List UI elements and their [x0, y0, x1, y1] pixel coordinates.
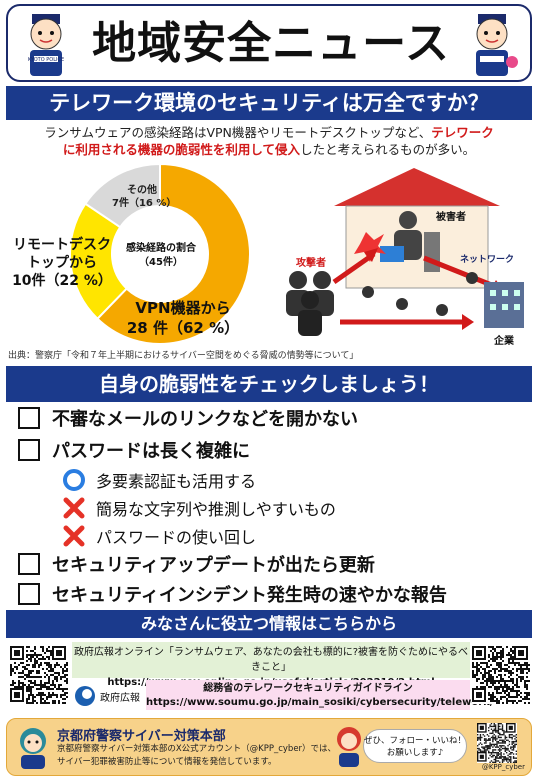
footer-banner: 京都府警察サイバー対策本部 京都府警察サイバー対策本部のX公式アカウント（@KP… [6, 718, 532, 776]
soumu-title: 総務省のテレワークセキュリティガイドライン [203, 683, 413, 694]
intro-text-part-a: ランサムウェアの感染経路はVPN機器やリモートデスクトップなど、 [44, 125, 432, 140]
company-label: 企業 [493, 334, 515, 347]
pie-slice [96, 162, 251, 345]
cross-ng-icon [63, 525, 85, 547]
intro-text: ランサムウェアの感染経路はVPN機器やリモートデスクトップなど、テレワーク に利… [10, 124, 528, 158]
checkbox[interactable] [18, 407, 40, 429]
x-account-handle[interactable]: @KPP_cyber [481, 763, 525, 771]
gov-online-link[interactable]: 政府広報オンライン「ランサムウェア、あなたの会社も標的に?被害を防ぐためにやるべ… [72, 642, 470, 688]
intro-text-part-b: したと考えられるものが多い。 [300, 142, 476, 157]
gov-pr-label: 政府広報 [100, 692, 140, 704]
checklist-subitem: 簡易な文字列や推測しやすいもの [62, 494, 538, 522]
footer-body-line-1: 京都府警察サイバー対策本部のX公式アカウント（@KPP_cyber）では、 [57, 744, 337, 754]
burst-icon [354, 232, 386, 262]
mascot-badge-text: KYOTO POLICE [28, 57, 64, 63]
checkbox[interactable] [18, 553, 40, 575]
slice-other-name: その他 [127, 185, 157, 196]
checklist-item[interactable]: パスワードは長く複雑に [18, 436, 528, 464]
slice-label-other: その他 7件（16 %） [112, 184, 177, 210]
qr-code-icon[interactable] [10, 646, 68, 704]
footer-body: 京都府警察サイバー対策本部のX公式アカウント（@KPP_cyber）では、 サイ… [57, 743, 347, 769]
gov-online-title: 政府広報オンライン「ランサムウェア、あなたの会社も標的に?被害を防ぐためにやるべ… [73, 647, 469, 673]
victim-icon [399, 211, 417, 229]
checklist-item-label: セキュリティインシデント発生時の速やかな報告 [52, 585, 447, 606]
source-citation: 出典：警察庁「令和７年上半期におけるサイバー空間をめぐる脅威の情勢等について」 [8, 351, 359, 361]
circle-ok-icon [63, 469, 85, 491]
section-heading-telework: テレワーク環境のセキュリティは万全ですか？ [6, 86, 532, 120]
page-title: 地域安全ニュース [92, 18, 450, 69]
slice-label-remote: リモートデスク トップから 10件（22 %） [12, 236, 112, 290]
checklist-subitem-label: 簡易な文字列や推測しやすいもの [96, 500, 336, 519]
checklist-subitem-label: パスワードの使い回し [96, 528, 257, 547]
qr-code-icon[interactable] [472, 646, 530, 704]
attacker-label: 攻撃者 [296, 256, 326, 269]
chart-total: （45件） [139, 257, 183, 268]
checklist-item[interactable]: 不審なメールのリンクなどを開かない [18, 404, 528, 432]
slice-vpn-name: VPN機器から [135, 299, 231, 317]
slice-label-vpn: VPN機器から 28 件（62 %） [118, 298, 248, 338]
checklist-subitem: 多要素認証も活用する [62, 466, 538, 494]
cyber-mascot-icon [20, 728, 46, 769]
footer-title: 京都府警察サイバー対策本部 [57, 729, 226, 744]
chart-title: 感染経路の割合 [126, 243, 196, 254]
chart-center-label: 感染経路の割合 （45件） [126, 242, 196, 270]
pie-chart [69, 162, 251, 345]
cross-ng-icon [63, 497, 85, 519]
girl-mascot-icon [337, 727, 361, 767]
slice-vpn-value: 28 件（62 %） [126, 319, 240, 337]
checklist-item-label: セキュリティアップデートが出たら更新 [52, 555, 375, 576]
slice-remote-value: 10件（22 %） [12, 273, 112, 289]
police-mascot-icon [476, 14, 518, 76]
attack-arrow-icon [332, 251, 376, 285]
virus-icon [466, 272, 478, 284]
checklist-item[interactable]: セキュリティインシデント発生時の速やかな報告 [18, 580, 528, 608]
checklist-item-label: 不審なメールのリンクなどを開かない [52, 409, 358, 430]
checklist-item-label: パスワードは長く複雑に [52, 441, 250, 462]
victim-label: 被害者 [436, 210, 466, 223]
info-links: 政府広報オンライン「ランサムウェア、あなたの会社も標的に?被害を防ぐためにやるべ… [6, 640, 532, 714]
network-label: ネットワーク [460, 254, 514, 265]
house-roof-icon [334, 168, 500, 206]
page-header: KYOTO POLICE 地域安全ニュース [6, 4, 532, 82]
attack-illustration: 被害者 ネットワーク 企業 攻撃者 [286, 168, 524, 347]
section-heading-check: 自身の脆弱性をチェックしましょう！ [6, 366, 532, 402]
checkbox[interactable] [18, 439, 40, 461]
gov-pr-logo: 政府広報 [74, 684, 144, 708]
virus-icon [362, 286, 374, 298]
gov-logo-icon [75, 686, 95, 706]
slice-other-value: 7件（16 %） [112, 198, 177, 209]
police-mascot-icon: KYOTO POLICE [28, 14, 64, 76]
qr-code-icon[interactable] [477, 723, 517, 763]
follow-bubble-line-1: ぜひ、フォロー・いいね！ [364, 736, 467, 746]
pie-center [113, 207, 207, 301]
intro-highlight-2: に利用される機器の脆弱性を利用して侵入 [62, 142, 301, 157]
soumu-link[interactable]: 総務省のテレワークセキュリティガイドライン https://www.soumu.… [146, 680, 494, 710]
footer-body-line-2: サイバー犯罪被害防止等について情報を発信しています。 [57, 757, 277, 767]
attacker-icon [286, 271, 334, 336]
section-heading-info: みなさんに役立つ情報はこちらから [6, 610, 532, 638]
intro-highlight-1: テレワーク [431, 125, 494, 140]
checklist-item[interactable]: セキュリティアップデートが出たら更新 [18, 550, 528, 578]
pie-slice [83, 162, 161, 229]
virus-icon [436, 304, 448, 316]
virus-icon [396, 298, 408, 310]
checkbox[interactable] [18, 583, 40, 605]
soumu-url[interactable]: https://www.soumu.go.jp/main_sosiki/cybe… [146, 697, 494, 708]
laptop-icon [380, 246, 404, 262]
slice-remote-name-1: リモートデスク [13, 237, 111, 253]
follow-bubble: ぜひ、フォロー・いいね！ お願いします♪ [363, 729, 467, 763]
slice-remote-name-2: トップから [27, 255, 97, 271]
checklist-subitem: パスワードの使い回し [62, 522, 538, 550]
infection-route-chart: その他 7件（16 %） リモートデスク トップから 10件（22 %） VPN… [6, 162, 268, 348]
checklist-subitem-label: 多要素認証も活用する [96, 472, 257, 491]
follow-bubble-line-2: お願いします♪ [386, 748, 444, 758]
